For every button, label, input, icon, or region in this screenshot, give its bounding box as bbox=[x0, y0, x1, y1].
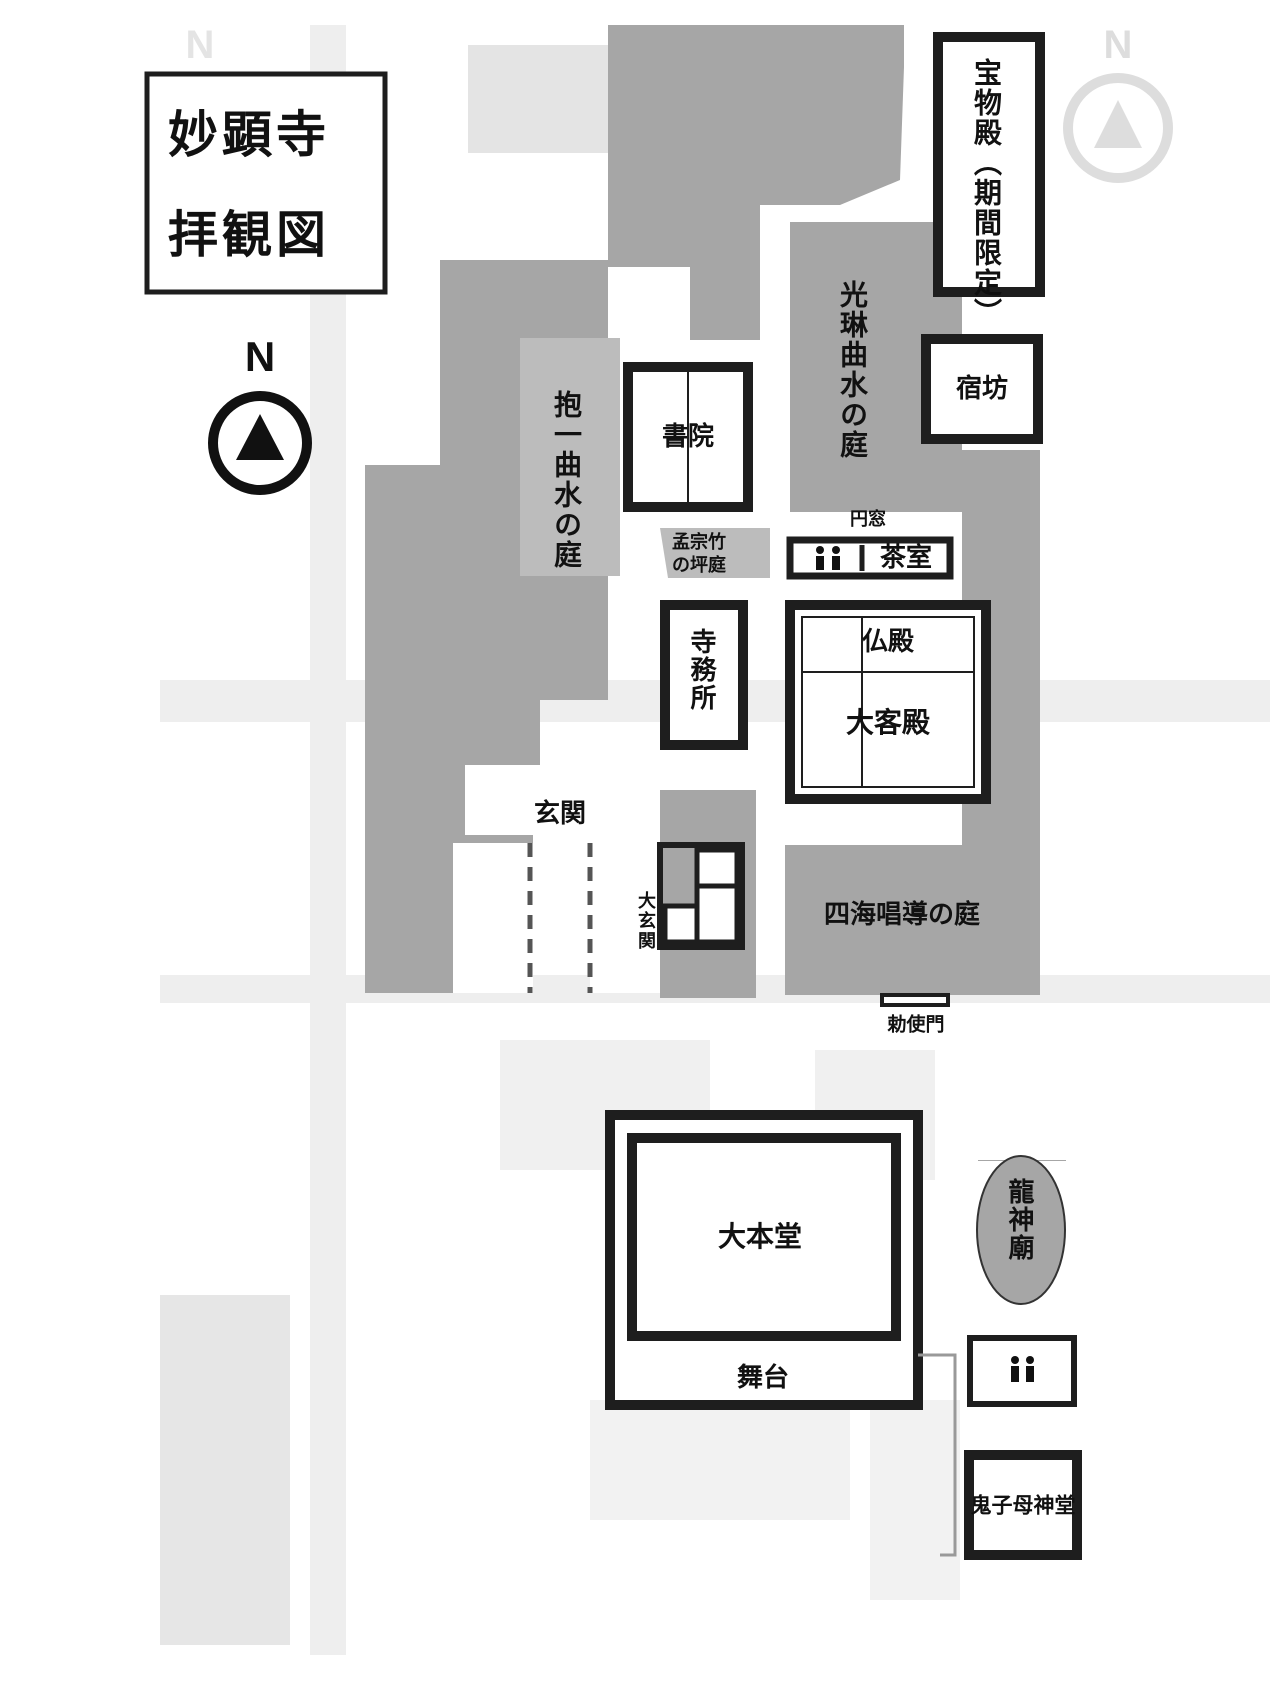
daihondo-inner bbox=[627, 1133, 901, 1341]
dai-genkan-label: 大玄関 bbox=[635, 891, 656, 951]
daihondo-label: 大本堂 bbox=[717, 1220, 803, 1253]
title-line1: 妙顕寺 bbox=[168, 106, 330, 164]
restroom-icon bbox=[816, 546, 840, 570]
chokushimon-label: 勅使門 bbox=[887, 1013, 945, 1036]
daikyakuden-label: 大客殿 bbox=[845, 706, 931, 739]
shikai-garden-label: 四海唱導の庭 bbox=[823, 900, 981, 930]
treasure-hall-box bbox=[933, 32, 1045, 297]
jimusho-box bbox=[660, 600, 748, 750]
jimusho-label: 寺務所 bbox=[686, 628, 716, 712]
shukubo-label: 宿坊 bbox=[955, 374, 1009, 404]
chashitsu-label: 茶室 bbox=[879, 543, 933, 573]
gardens bbox=[520, 338, 770, 578]
faded-north-letter-left: N bbox=[186, 23, 215, 67]
ryujin-byo-shape bbox=[976, 1155, 1066, 1305]
hoitsu-garden bbox=[520, 338, 620, 576]
shoin-label: 書院 bbox=[661, 422, 715, 452]
corridors bbox=[918, 1353, 957, 1557]
daikyakuden-inner bbox=[801, 616, 975, 788]
title-box bbox=[144, 71, 388, 295]
kishimojin-do-box bbox=[964, 1450, 1082, 1560]
mosochiku-label-line2: の坪庭 bbox=[672, 555, 726, 576]
mosochiku-label-line1: 孟宗竹 bbox=[672, 532, 726, 553]
interior-lines bbox=[662, 372, 974, 945]
title-line2: 拝観図 bbox=[168, 206, 330, 264]
faded-north-letter: N bbox=[1104, 23, 1133, 67]
genkan-label: 玄関 bbox=[533, 799, 587, 829]
en-mado-label: 円窓 bbox=[850, 509, 886, 530]
restroom-box bbox=[967, 1335, 1077, 1407]
chokushimon-gate bbox=[880, 993, 950, 1007]
genkan-dashes bbox=[527, 843, 593, 993]
open-areas bbox=[453, 843, 660, 993]
kishimojin-do-label: 鬼子母神堂 bbox=[970, 1493, 1076, 1518]
hoitsu-garden-label: 抱一曲水の庭 bbox=[550, 390, 583, 570]
butsuden-label: 仏殿 bbox=[861, 627, 915, 657]
korin-garden-label: 光琳曲水の庭 bbox=[836, 280, 869, 460]
mosochiku-garden bbox=[660, 528, 770, 578]
buildings bbox=[605, 32, 1082, 1560]
treasure-hall-label: 宝物殿（期間限定） bbox=[970, 58, 1003, 328]
ryujin-byo-label: 龍神廟 bbox=[1004, 1178, 1034, 1262]
shukubo-box bbox=[921, 334, 1043, 444]
restroom-icon bbox=[1011, 1356, 1034, 1382]
butai-label: 舞台 bbox=[736, 1363, 790, 1393]
north-letter: N bbox=[244, 333, 276, 380]
north-arrow-icon bbox=[208, 391, 312, 495]
faded-compass bbox=[1063, 73, 1173, 183]
